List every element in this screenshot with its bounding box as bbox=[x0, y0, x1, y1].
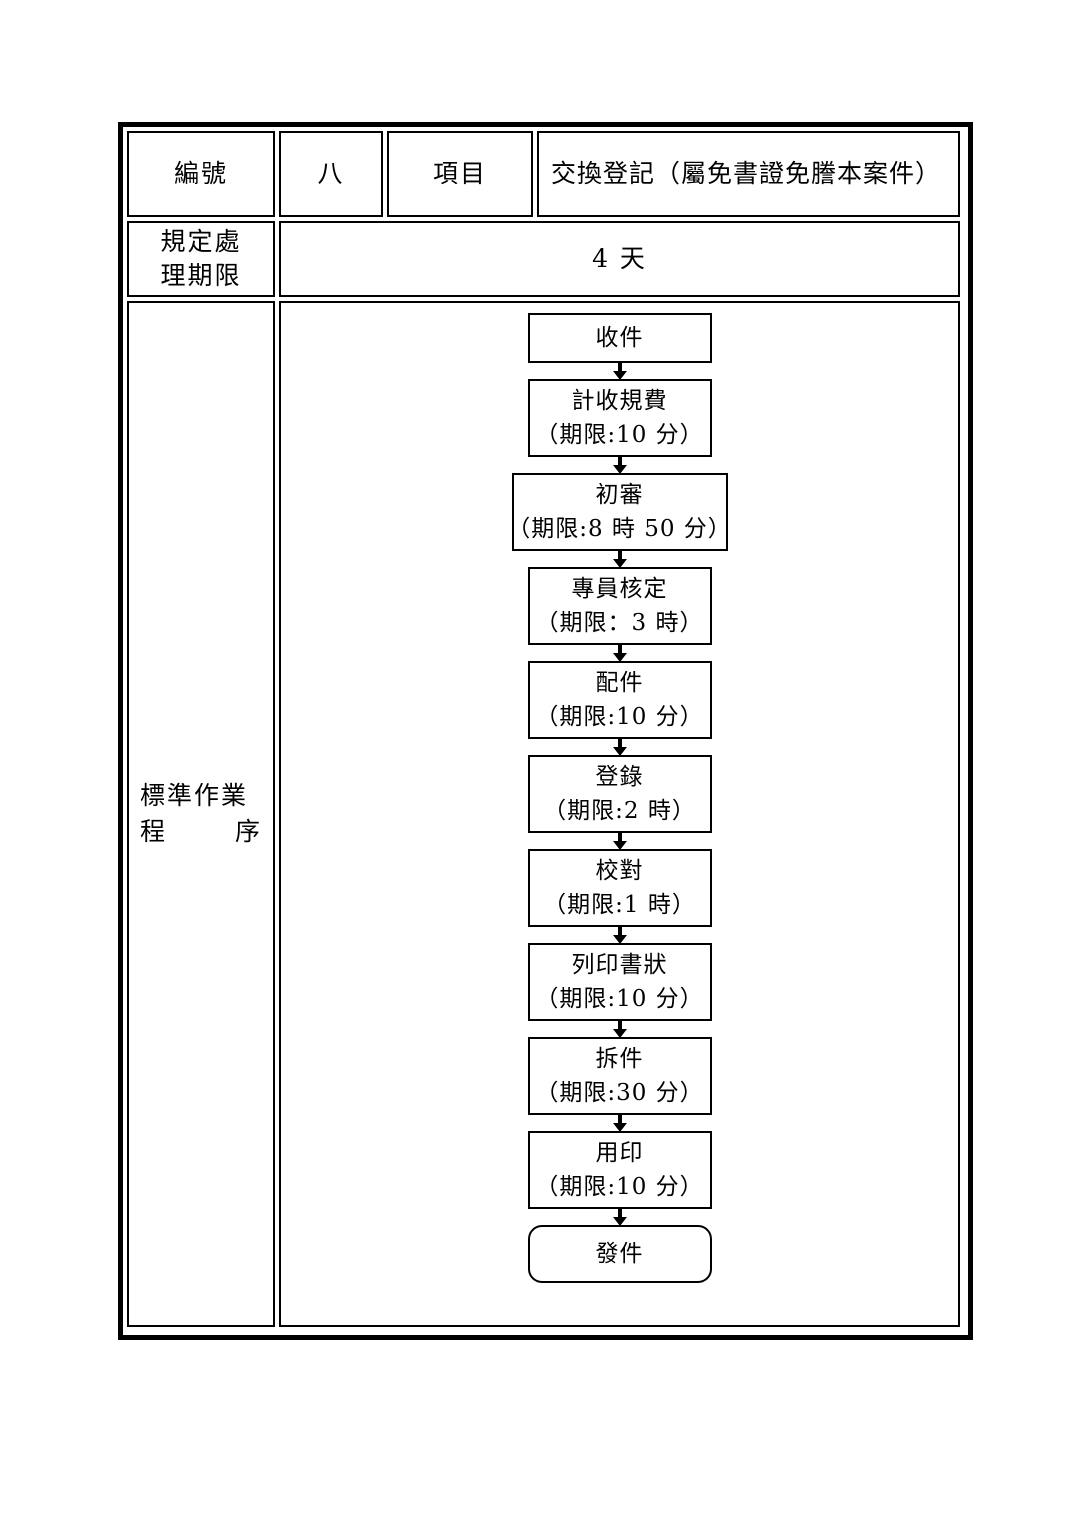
flow-node-n3: 初審 （期限:8 時 50 分） bbox=[507, 473, 731, 551]
number-label-cell: 編號 bbox=[127, 131, 275, 217]
flow-node-label: 專員核定 bbox=[571, 575, 668, 602]
flow-node-label: 拆件 bbox=[595, 1045, 644, 1072]
flow-node-duration: （期限:10 分） bbox=[535, 704, 704, 730]
flow-node-n7: 校對 （期限:1 時） bbox=[527, 849, 712, 927]
flow-node-label: 登錄 bbox=[595, 763, 644, 790]
sop-label-line2-char1: 程 bbox=[140, 817, 168, 846]
flow-node-label: 校對 bbox=[595, 857, 644, 884]
flow-node-n5: 配件 （期限:10 分） bbox=[527, 661, 712, 739]
sop-flowchart-cell: 收件計收規費 （期限:10 分） 初審 （期限:8 時 50 分） 專員核定 （期限：3 … bbox=[279, 301, 960, 1327]
flow-node-n11: 發件 bbox=[527, 1225, 712, 1283]
flow-node-duration: （期限:10 分） bbox=[535, 422, 704, 448]
sop-form-inner: 編號 八 項目 交換登記（屬免書證免謄本案件） 規定處 理期限 4 天 標準作業… bbox=[123, 127, 968, 1335]
flow-node-duration: （期限:10 分） bbox=[535, 986, 704, 1012]
number-value-text: 八 bbox=[317, 158, 345, 188]
flow-node-duration: （期限:8 時 50 分） bbox=[507, 516, 732, 542]
sop-label-line1: 標準作業 bbox=[140, 778, 262, 814]
flow-node-duration: （期限:2 時） bbox=[543, 798, 696, 824]
flow-node-label: 用印 bbox=[595, 1139, 644, 1166]
flow-node-label: 發件 bbox=[595, 1240, 644, 1267]
flow-node-n8: 列印書狀 （期限:10 分） bbox=[527, 943, 712, 1021]
flow-node-n2: 計收規費 （期限:10 分） bbox=[527, 379, 712, 457]
deadline-label-line2: 理期限 bbox=[160, 261, 242, 290]
flow-node-duration: （期限:30 分） bbox=[535, 1080, 704, 1106]
sop-label-cell: 標準作業 程 序 bbox=[127, 301, 275, 1327]
flow-node-duration: （期限：3 時） bbox=[535, 610, 704, 636]
flow-node-duration: （期限:10 分） bbox=[535, 1174, 704, 1200]
sop-label-line1-text: 標準作業 bbox=[140, 780, 249, 810]
deadline-value-text: 4 天 bbox=[592, 243, 647, 273]
deadline-label-line1: 規定處 bbox=[160, 227, 242, 257]
flow-node-label: 配件 bbox=[595, 669, 644, 696]
flow-node-n1: 收件 bbox=[527, 313, 712, 363]
flow-node-n4: 專員核定 （期限：3 時） bbox=[527, 567, 712, 645]
number-label-text: 編號 bbox=[173, 158, 228, 188]
flow-node-n9: 拆件 （期限:30 分） bbox=[527, 1037, 712, 1115]
flow-node-n10: 用印 （期限:10 分） bbox=[527, 1131, 712, 1209]
flow-node-label: 計收規費 bbox=[571, 387, 668, 414]
flowchart: 收件計收規費 （期限:10 分） 初審 （期限:8 時 50 分） 專員核定 （期限：3 … bbox=[281, 313, 958, 1283]
number-value-cell: 八 bbox=[279, 131, 383, 217]
sop-label-line2-char2: 序 bbox=[234, 817, 262, 846]
sop-form-frame: 編號 八 項目 交換登記（屬免書證免謄本案件） 規定處 理期限 4 天 標準作業… bbox=[118, 122, 973, 1340]
flow-node-label: 初審 bbox=[595, 481, 644, 508]
flow-node-n6: 登錄 （期限:2 時） bbox=[527, 755, 712, 833]
item-value-text: 交換登記（屬免書證免謄本案件） bbox=[551, 158, 942, 188]
flow-node-label: 列印書狀 bbox=[571, 951, 668, 978]
item-label-text: 項目 bbox=[432, 158, 487, 188]
sop-label-line2: 程 序 bbox=[140, 814, 262, 850]
item-label-cell: 項目 bbox=[387, 131, 533, 217]
flow-node-duration: （期限:1 時） bbox=[543, 892, 696, 918]
deadline-label-cell: 規定處 理期限 bbox=[127, 221, 275, 297]
flow-node-label: 收件 bbox=[595, 324, 644, 351]
item-value-cell: 交換登記（屬免書證免謄本案件） bbox=[537, 131, 960, 217]
deadline-value-cell: 4 天 bbox=[279, 221, 960, 297]
